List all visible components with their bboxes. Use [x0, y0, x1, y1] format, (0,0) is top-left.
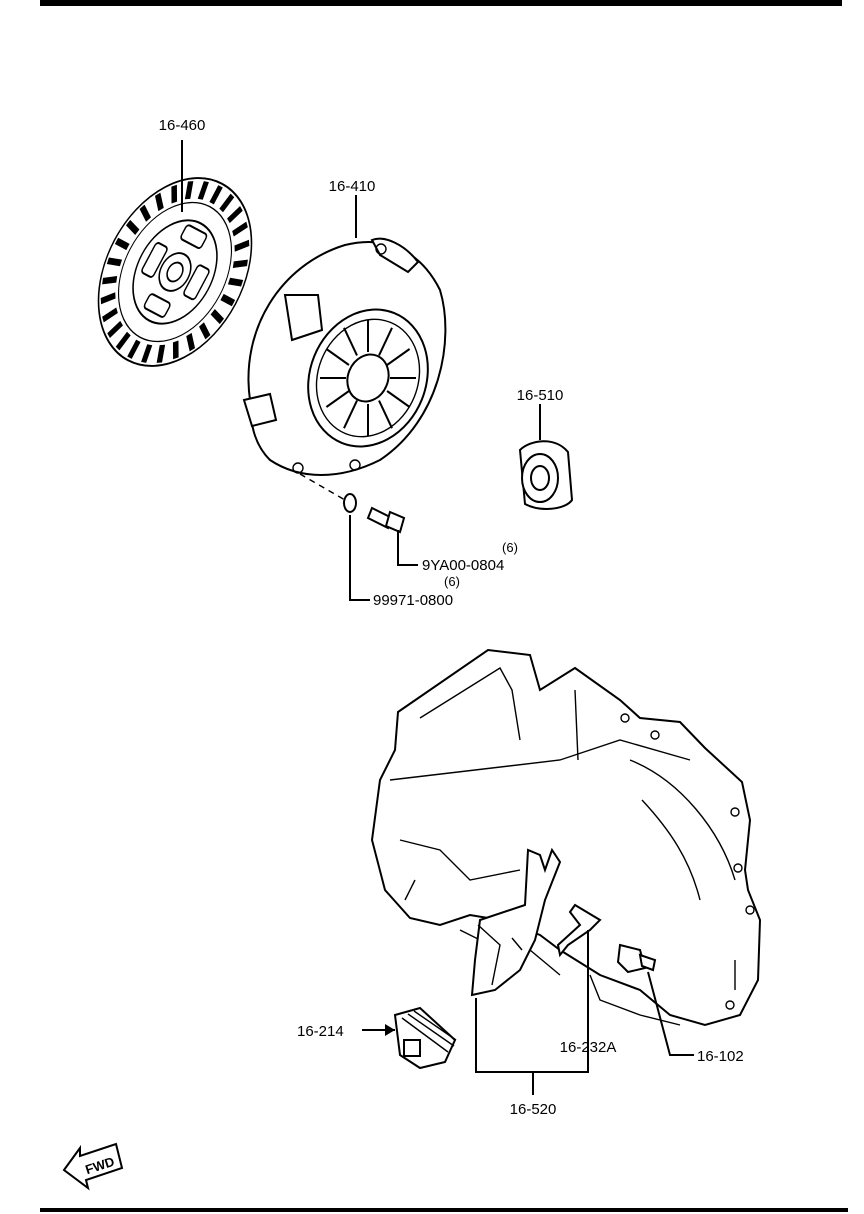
cover-bolt-callout: 9YA00-0804	[422, 557, 504, 574]
bolt-drawing	[616, 943, 694, 1056]
lock-washer-callout: 99971-0800	[373, 592, 453, 609]
disc-facing-segment	[232, 221, 248, 237]
boot-drawing	[362, 1006, 457, 1070]
disc-facing-segment	[172, 340, 179, 360]
clutch-disc-callout: 16-460	[159, 117, 206, 134]
disc-facing-segment	[115, 331, 131, 351]
diaphragm-finger	[378, 400, 393, 429]
top-border	[40, 0, 842, 6]
disc-facing-segment	[186, 332, 196, 352]
clutch-disc-drawing	[97, 140, 253, 367]
release-bearing-callout: 16-510	[517, 387, 564, 404]
disc-facing-segment	[102, 307, 118, 323]
disc-facing-segment	[125, 219, 140, 236]
spring-callout: 16-232A	[560, 1039, 617, 1056]
fwd-arrow-icon: FWD	[62, 1142, 124, 1191]
lock-washer-drawing	[343, 493, 370, 601]
diaphragm-finger	[343, 327, 358, 356]
transaxle-housing-drawing	[370, 648, 762, 1027]
disc-facing-segment	[184, 181, 194, 200]
cover-bolt-qty: (6)	[502, 540, 518, 555]
diaphragm-finger	[325, 390, 350, 408]
diaphragm-finger	[386, 390, 411, 408]
release-fork-drawing	[470, 847, 589, 1095]
diaphragm-finger	[386, 348, 411, 366]
spring-drawing	[556, 903, 602, 1030]
lock-washer-qty: (6)	[444, 574, 460, 589]
disc-facing-segment	[227, 277, 244, 287]
clutch-cover-callout: 16-410	[329, 178, 376, 195]
disc-facing-segment	[171, 184, 178, 204]
release-fork-callout: 16-520	[510, 1101, 557, 1118]
diaphragm-finger	[378, 327, 393, 356]
disc-facing-segment	[234, 239, 250, 252]
release-bearing-drawing	[518, 404, 574, 510]
disc-facing-segment	[107, 320, 123, 339]
diaphragm-finger	[325, 348, 350, 366]
cover-bolt-drawing	[366, 506, 418, 566]
disc-facing-segment	[127, 339, 141, 359]
disc-facing-segment	[106, 257, 123, 267]
disc-facing-segment	[199, 322, 211, 340]
disc-facing-segment	[141, 344, 153, 363]
disc-facing-segment	[220, 293, 236, 307]
disc-facing-segment	[210, 308, 225, 325]
clutch-cover-drawing	[242, 195, 447, 501]
disc-facing-segment	[209, 185, 223, 205]
disc-facing-segment	[139, 204, 151, 222]
disc-facing-segment	[156, 344, 166, 363]
disc-facing-segment	[154, 192, 164, 212]
disc-facing-segment	[100, 292, 116, 305]
disc-facing-segment	[197, 181, 209, 200]
disc-facing-segment	[219, 193, 235, 213]
bottom-border	[40, 1208, 848, 1212]
disc-facing-segment	[102, 276, 118, 285]
disc-facing-segment	[232, 259, 248, 268]
boot-callout: 16-214	[297, 1023, 344, 1040]
bolt-callout: 16-102	[697, 1048, 744, 1065]
disc-facing-segment	[114, 237, 130, 251]
disc-facing-segment	[227, 205, 243, 224]
diaphragm-finger	[343, 400, 358, 429]
